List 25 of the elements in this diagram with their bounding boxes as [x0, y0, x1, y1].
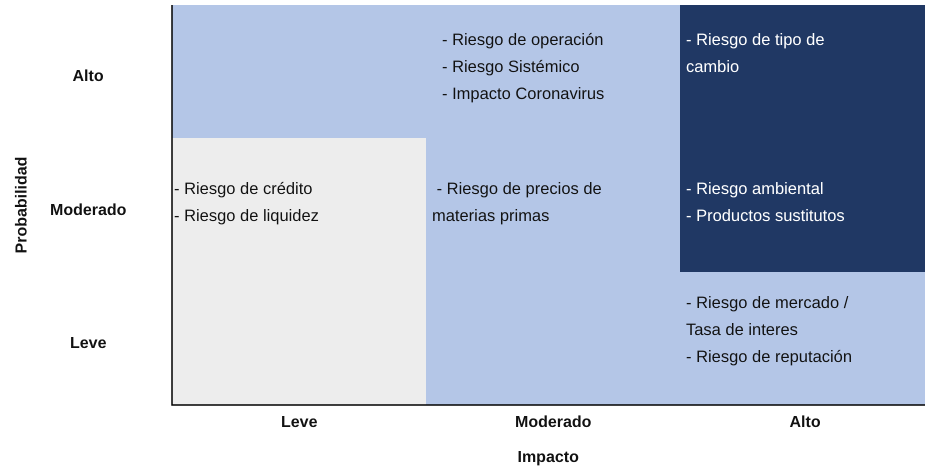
risk-item: - Riesgo de precios de materias primas	[432, 179, 603, 227]
risk-item: - Riesgo de crédito	[174, 179, 314, 200]
risk-item: - Riesgo de reputación	[686, 347, 854, 368]
risk-item: - Riesgo ambiental	[686, 179, 825, 200]
risk-item: - Impacto Coronavirus	[442, 84, 606, 105]
matrix-cell	[172, 138, 426, 272]
row-label: Leve	[70, 335, 106, 353]
row-label: Moderado	[50, 202, 126, 220]
matrix-cell	[172, 272, 426, 405]
risk-item: - Riesgo de tipo de cambio	[686, 30, 826, 78]
axis-title: Probabilidad	[12, 156, 31, 254]
column-label: Leve	[281, 414, 318, 432]
column-label: Moderado	[515, 414, 592, 432]
matrix-cell	[680, 138, 925, 272]
risk-item: - Riesgo Sistémico	[442, 57, 581, 78]
matrix-cell	[172, 5, 426, 138]
axis-title: Impacto	[518, 449, 579, 467]
matrix-cell	[680, 5, 925, 138]
risk-item: - Riesgo de mercado / Tasa de interes	[686, 293, 850, 341]
column-label: Alto	[790, 414, 821, 432]
risk-item: - Riesgo de liquidez	[174, 206, 320, 227]
risk-item: - Riesgo de operación	[442, 30, 604, 51]
matrix-cell	[680, 272, 925, 405]
risk-item: - Productos sustitutos	[686, 206, 846, 227]
row-label: Alto	[72, 68, 104, 86]
